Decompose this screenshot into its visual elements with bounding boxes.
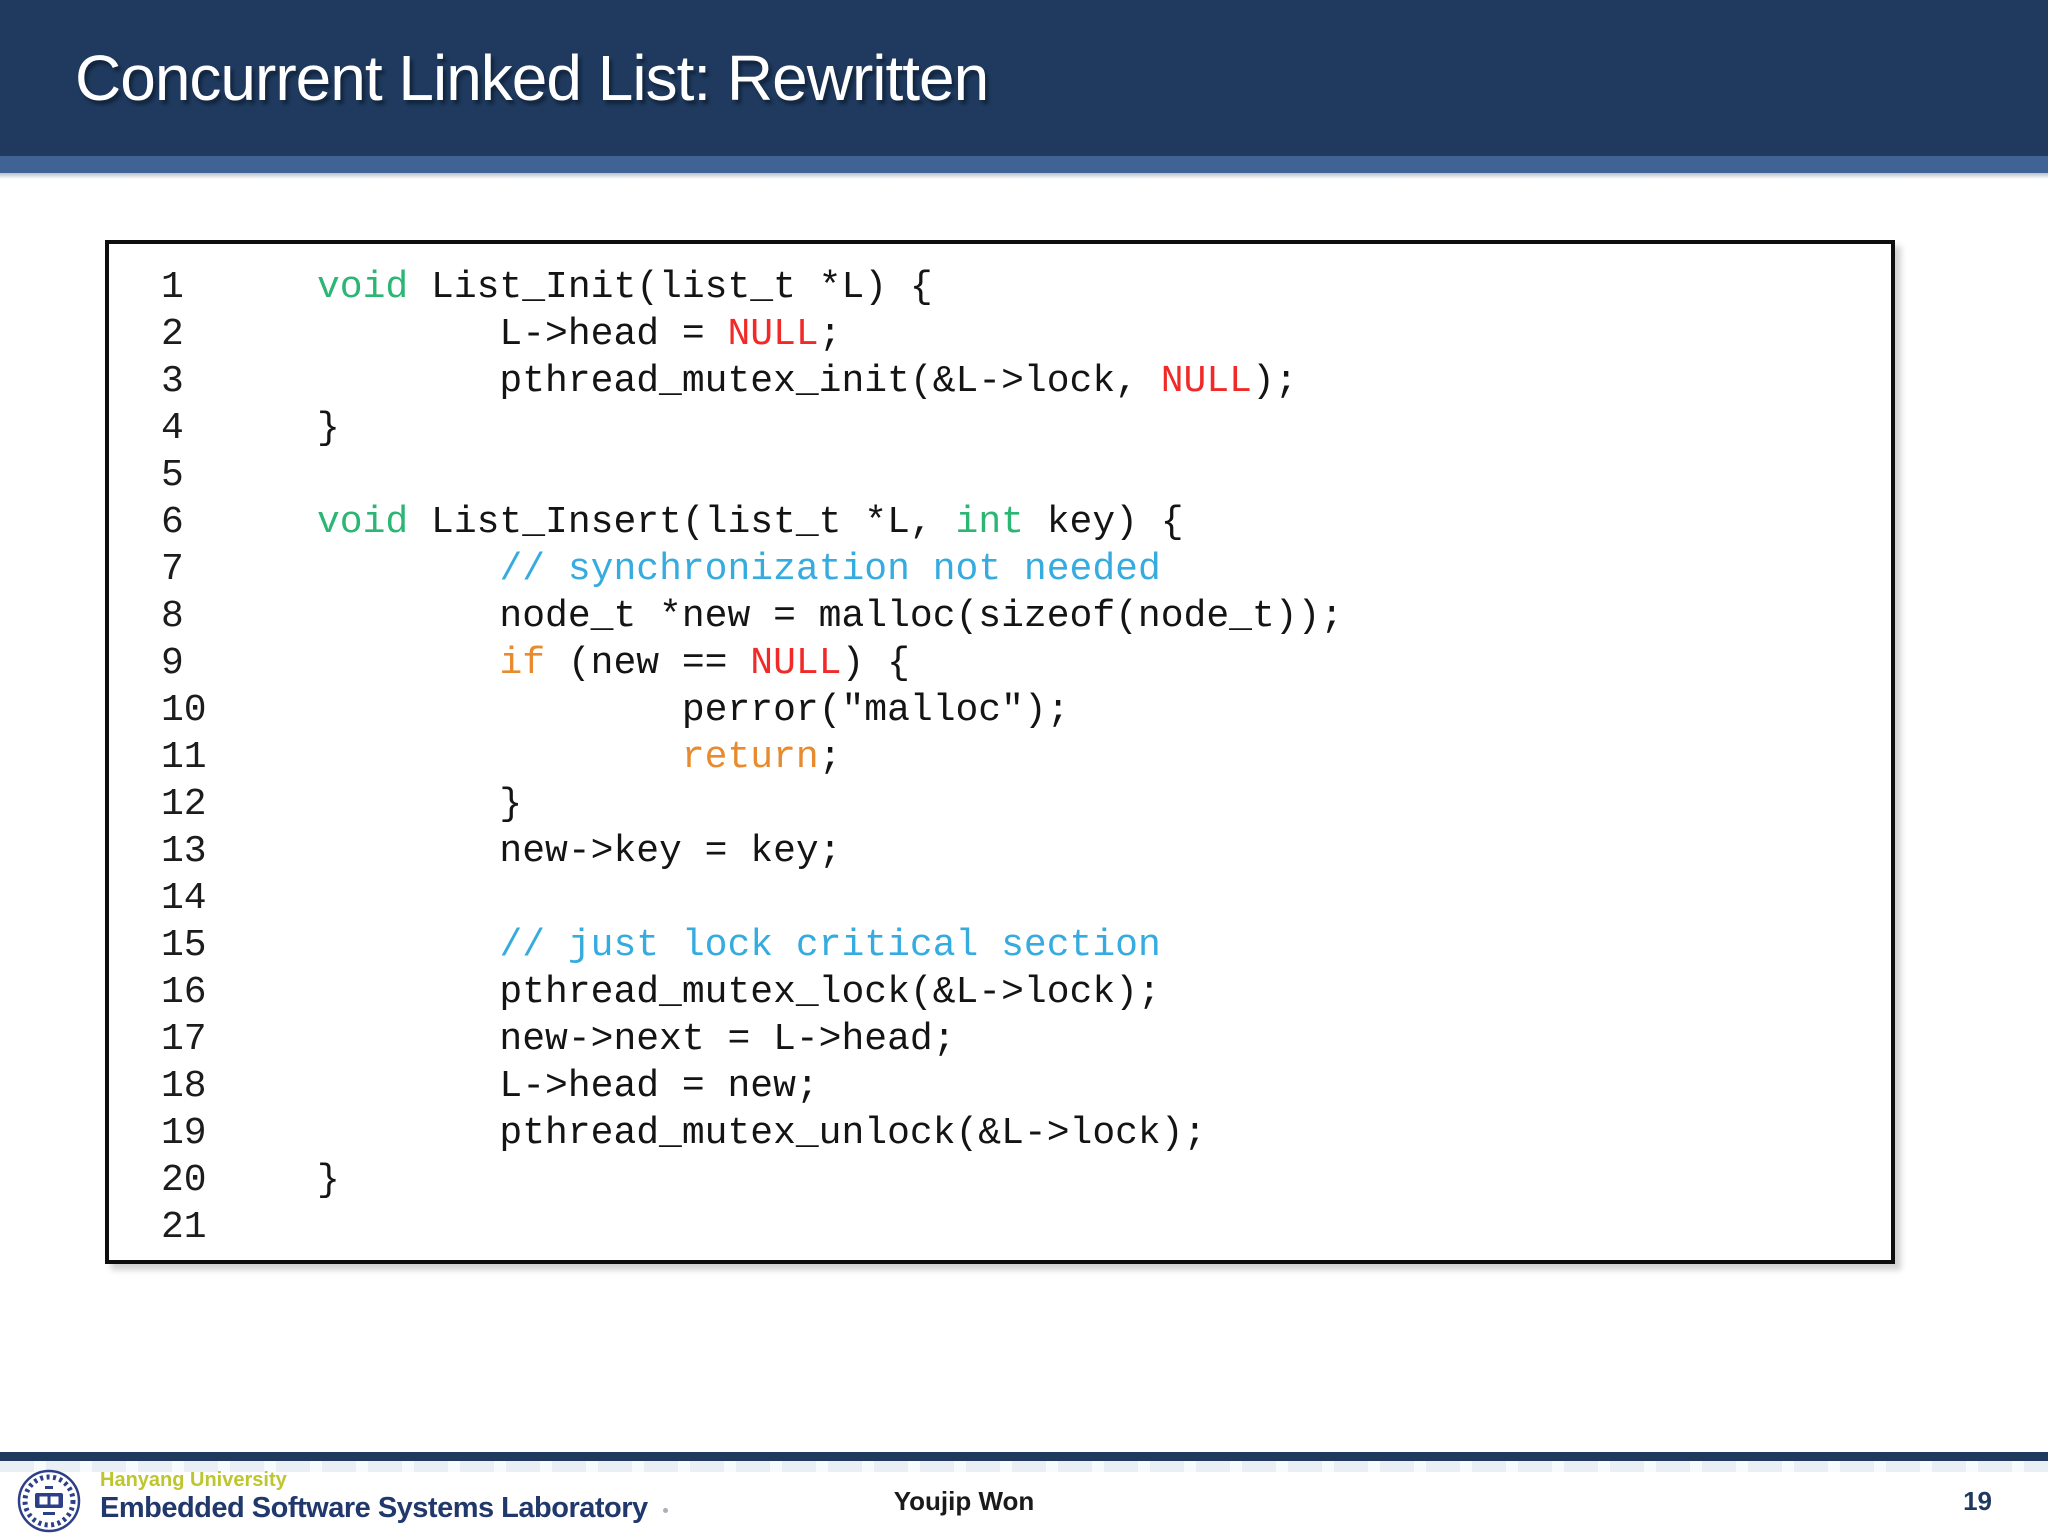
line-number: 9 [161, 642, 184, 685]
code-line: 15 // just lock critical section [109, 922, 1891, 969]
code-line: 7 // synchronization not needed [109, 546, 1891, 593]
code-line: 19 pthread_mutex_unlock(&L->lock); [109, 1110, 1891, 1157]
footer-texture [0, 1461, 2048, 1472]
code-text: } [317, 783, 523, 826]
line-number: 4 [161, 407, 184, 450]
code-line: 20} [109, 1157, 1891, 1204]
line-number: 14 [161, 877, 207, 920]
code-line: 11 return; [109, 734, 1891, 781]
footer-dot [663, 1508, 668, 1513]
line-number: 20 [161, 1159, 207, 1202]
line-number: 21 [161, 1206, 207, 1249]
page-number: 19 [1963, 1486, 1992, 1516]
lab-name: Embedded Software Systems Laboratory [100, 1492, 648, 1524]
line-number: 18 [161, 1065, 207, 1108]
code-line: 4} [109, 405, 1891, 452]
code-text: return; [681, 736, 842, 779]
code-line: 2 L->head = NULL; [109, 311, 1891, 358]
code-line: 21 [109, 1204, 1891, 1251]
university-name: Hanyang University [100, 1469, 287, 1491]
code-line: 10 perror("malloc"); [109, 687, 1891, 734]
line-number: 15 [161, 924, 207, 967]
line-number: 3 [161, 360, 184, 403]
code-line: 6 void List_Insert(list_t *L, int key) { [109, 499, 1891, 546]
code-text: node_t *new = malloc(sizeof(node_t)); [317, 595, 1344, 638]
code-text: if (new == NULL) { [499, 642, 910, 685]
code-text: // just lock critical section [499, 924, 1161, 967]
code-text: pthread_mutex_unlock(&L->lock); [317, 1112, 1207, 1155]
code-line: 9 if (new == NULL) { [109, 640, 1891, 687]
code-text: pthread_mutex_lock(&L->lock); [317, 971, 1161, 1014]
code-line: 5 [109, 452, 1891, 499]
line-number: 6 [161, 501, 184, 544]
code-line: 1 void List_Init(list_t *L) { [109, 264, 1891, 311]
footer-brand-text: Hanyang University Embedded Software Sys… [100, 1468, 648, 1525]
title-bar-stripe [0, 156, 2048, 173]
code-text: } [317, 407, 340, 450]
footer-brand: Hanyang University Embedded Software Sys… [16, 1468, 648, 1534]
code-text: void List_Insert(list_t *L, int key) { [317, 501, 1184, 544]
code-line: 16 pthread_mutex_lock(&L->lock); [109, 969, 1891, 1016]
line-number: 19 [161, 1112, 207, 1155]
code-line: 12 } [109, 781, 1891, 828]
footer-rule [0, 1452, 2048, 1461]
code-text: // synchronization not needed [499, 548, 1161, 591]
code-text: perror("malloc"); [317, 689, 1070, 732]
code-text: pthread_mutex_init(&L->lock, NULL); [317, 360, 1298, 403]
code-text: void List_Init(list_t *L) { [317, 266, 933, 309]
title-bar-shadow [0, 173, 2048, 179]
line-number: 1 [161, 266, 184, 309]
line-number: 11 [161, 736, 207, 779]
code-line: 17 new->next = L->head; [109, 1016, 1891, 1063]
code-line: 14 [109, 875, 1891, 922]
author-name: Youjip Won [893, 1486, 1035, 1516]
page-title: Concurrent Linked List: Rewritten [75, 42, 989, 114]
code-text: L->head = NULL; [317, 313, 842, 356]
line-number: 7 [161, 548, 184, 591]
code-line: 3 pthread_mutex_init(&L->lock, NULL); [109, 358, 1891, 405]
line-number: 13 [161, 830, 207, 873]
code-text: new->next = L->head; [317, 1018, 956, 1061]
line-number: 8 [161, 595, 184, 638]
code-text: new->key = key; [317, 830, 842, 873]
title-bar: Concurrent Linked List: Rewritten [0, 0, 2048, 156]
line-number: 17 [161, 1018, 207, 1061]
code-line: 13 new->key = key; [109, 828, 1891, 875]
line-number: 16 [161, 971, 207, 1014]
line-number: 10 [161, 689, 207, 732]
line-number: 5 [161, 454, 184, 497]
hanyang-logo-icon [17, 1469, 81, 1533]
code-line: 8 node_t *new = malloc(sizeof(node_t)); [109, 593, 1891, 640]
code-text: L->head = new; [317, 1065, 819, 1108]
code-text: } [317, 1159, 340, 1202]
line-number: 12 [161, 783, 207, 826]
code-line: 18 L->head = new; [109, 1063, 1891, 1110]
line-number: 2 [161, 313, 184, 356]
